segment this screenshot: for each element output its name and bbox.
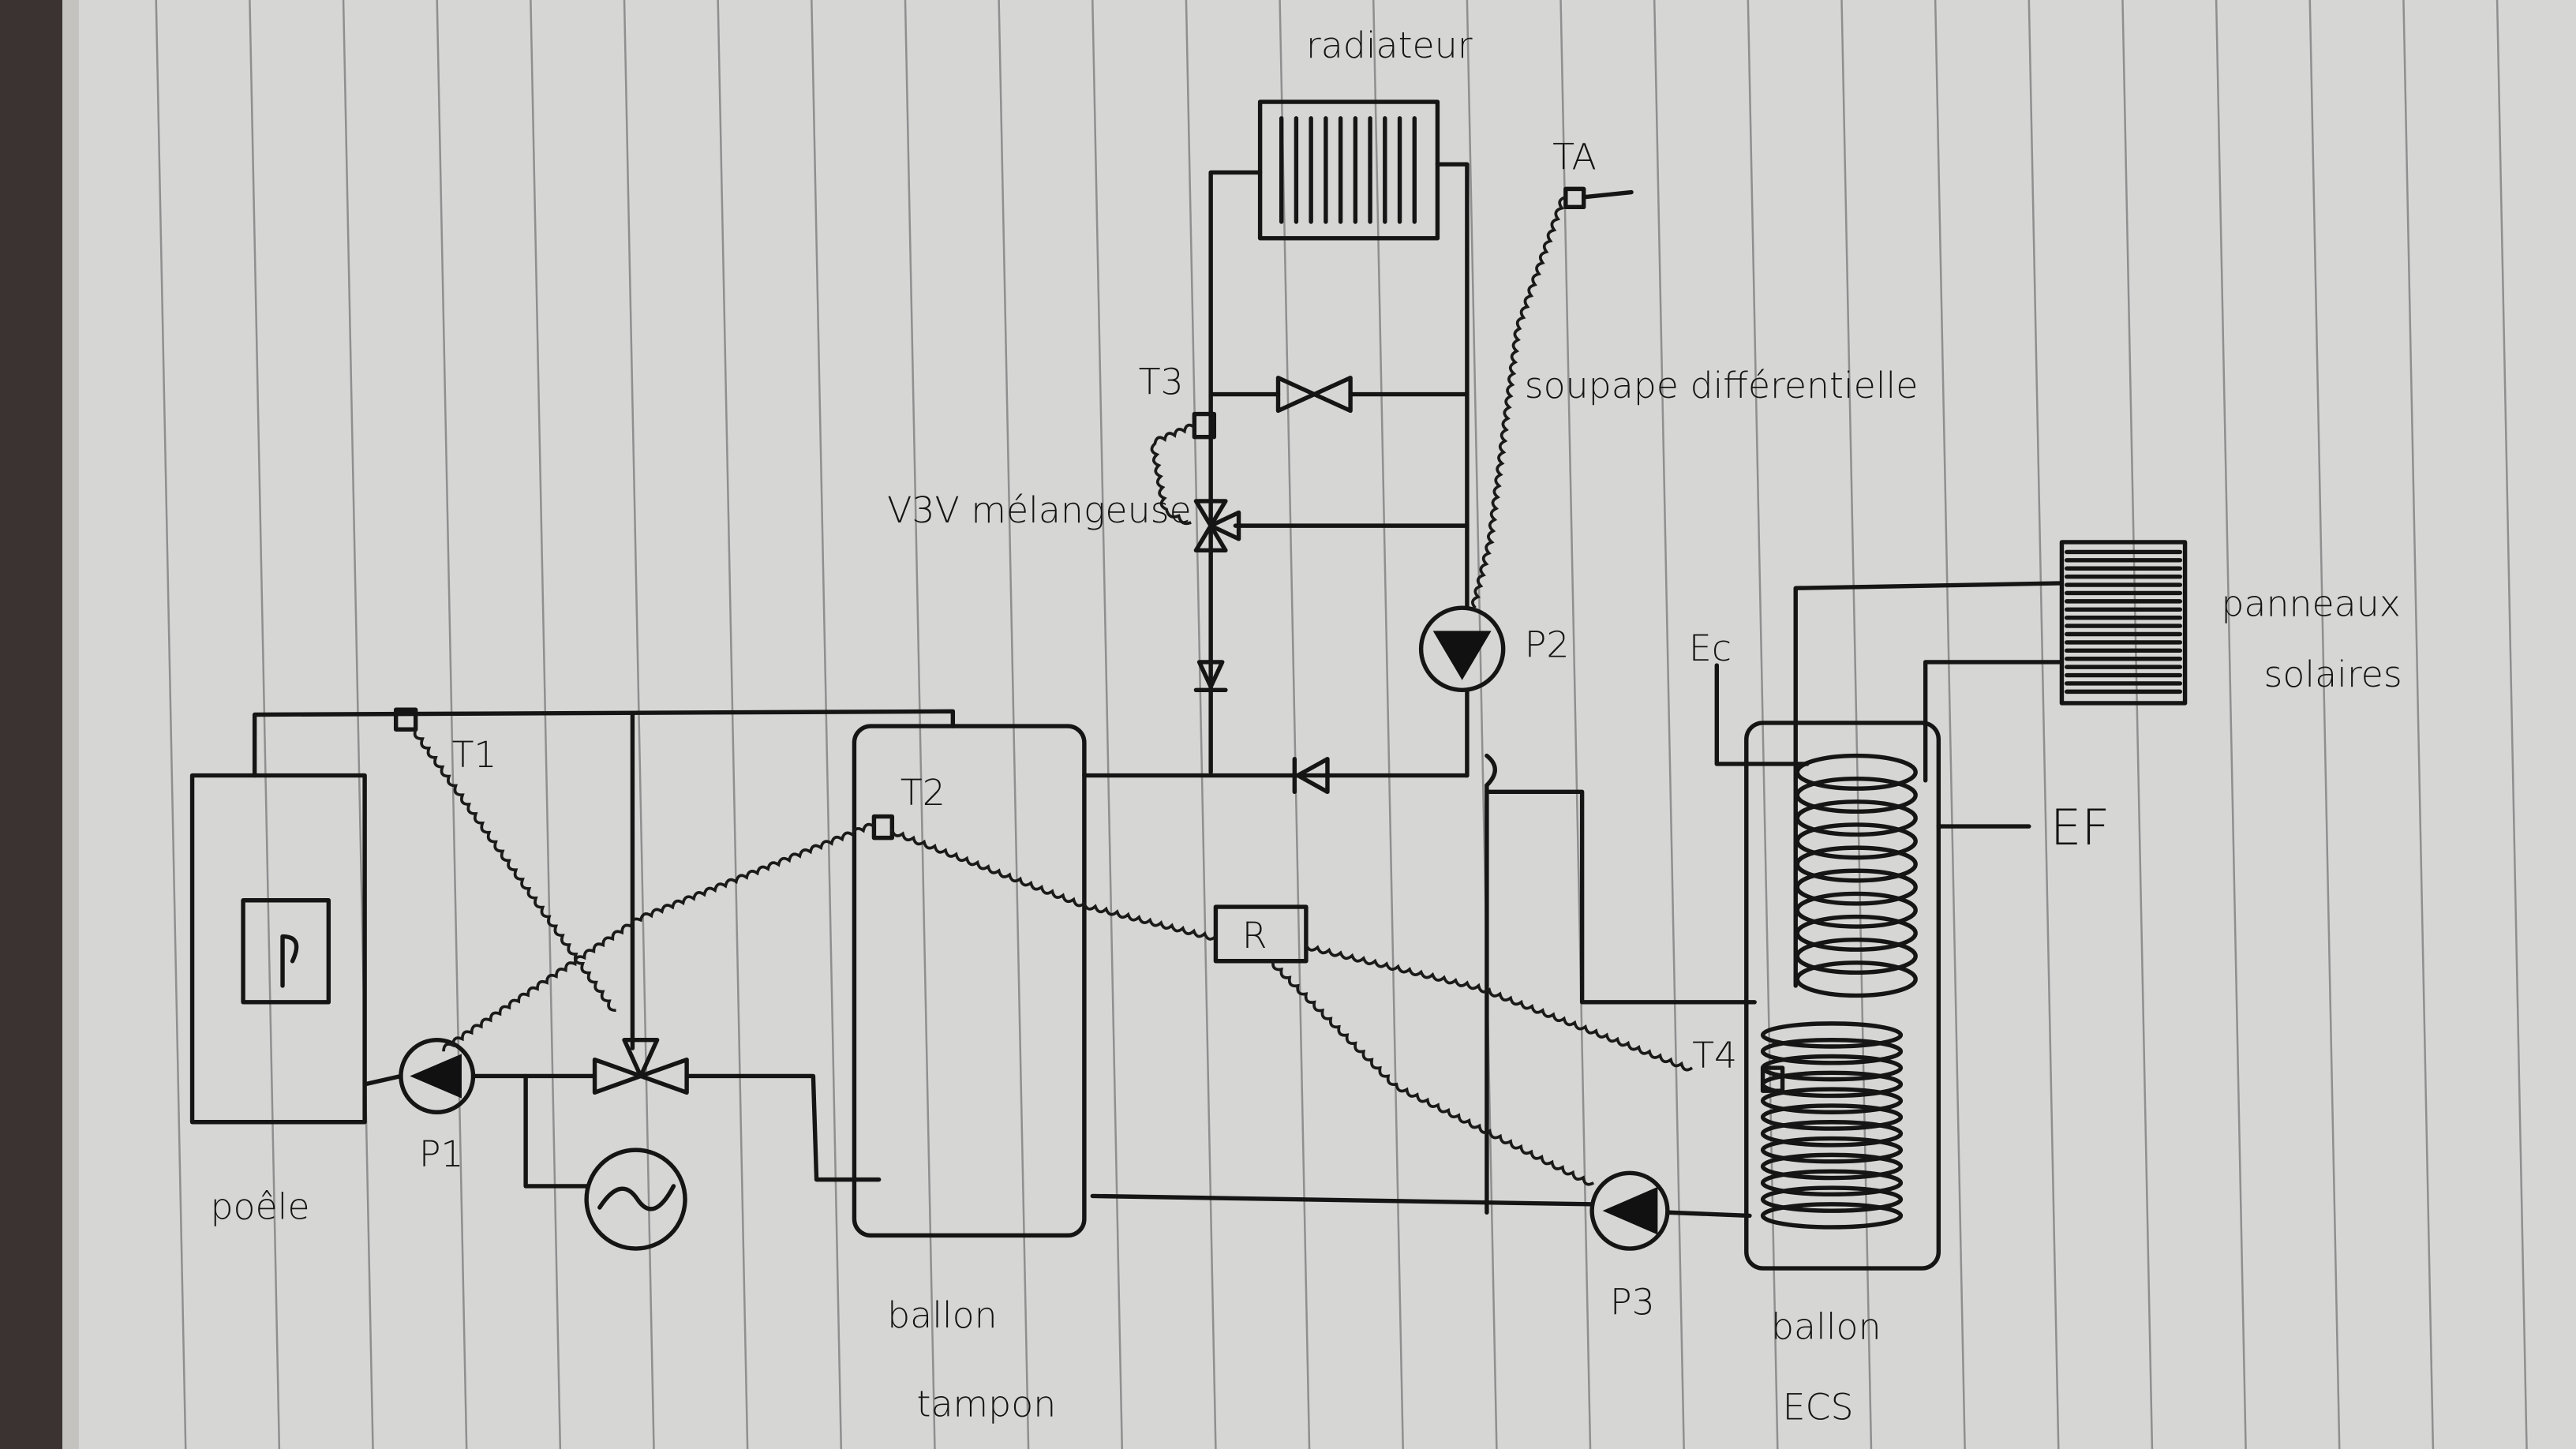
ruled-line <box>249 0 281 1449</box>
label-dhw-2: ECS <box>1783 1386 1854 1428</box>
radiator-circuit-pipes <box>1208 162 1470 778</box>
label-solar-1: panneaux <box>2221 582 2400 625</box>
label-sensor-t4: T4 <box>1692 1034 1737 1076</box>
ruled-line <box>155 0 187 1449</box>
label-buffer-2: tampon <box>917 1382 1057 1425</box>
label-mixing-valve: V3V mélangeuse <box>887 489 1192 531</box>
dhw-pipes <box>1714 581 2065 988</box>
radiator <box>1257 99 1440 241</box>
ruled-line <box>1934 0 1966 1449</box>
label-diff-valve: soupape différentielle <box>1525 364 1919 406</box>
coil-loop <box>1760 1202 1904 1230</box>
ruled-line <box>1091 0 1124 1449</box>
sensor-wires <box>413 195 1694 1186</box>
label-sensor-t1: T1 <box>451 733 496 776</box>
coil-loop <box>1760 1021 1904 1049</box>
pump-p1 <box>399 1037 476 1114</box>
solar-panel <box>2059 540 2188 706</box>
wire-ta <box>1471 195 1567 609</box>
expansion-vessel-icon <box>584 1148 687 1251</box>
main-pipes <box>1082 753 1757 1219</box>
label-stove: poêle <box>210 1185 309 1228</box>
ruled-line <box>717 0 749 1449</box>
ruled-line <box>436 0 468 1449</box>
sensor-t1 <box>393 707 418 732</box>
sensor-t2 <box>871 814 895 841</box>
wire-regulator-p3 <box>1271 960 1595 1186</box>
stove <box>189 773 367 1125</box>
ruled-line <box>1372 0 1404 1449</box>
label-pump-p3: P3 <box>1610 1280 1655 1323</box>
label-sensor-t3: T3 <box>1139 361 1184 403</box>
check-valve-main-icon <box>1292 757 1330 795</box>
coil-loop <box>1760 1136 1904 1164</box>
ruled-line <box>2308 0 2341 1449</box>
wire-regulator-t4 <box>1305 944 1694 1072</box>
coil-loop <box>1760 1070 1904 1099</box>
ruled-line <box>2027 0 2060 1449</box>
label-solar-2: solaires <box>2263 653 2402 695</box>
ruled-line <box>2215 0 2247 1449</box>
ruled-line <box>342 0 374 1449</box>
wire-t2 <box>442 822 875 1052</box>
label-pump-p2: P2 <box>1525 623 1570 666</box>
ruled-line <box>2121 0 2154 1449</box>
three-way-valve-lower-icon <box>592 1037 689 1095</box>
label-radiator: radiateur <box>1306 24 1473 66</box>
ruled-line <box>1279 0 1311 1449</box>
notebook-edge <box>0 0 63 1449</box>
label-pump-p1: P1 <box>419 1133 464 1175</box>
coil-loop <box>1760 1185 1904 1213</box>
differential-valve-icon <box>1275 376 1353 414</box>
pump-p3 <box>1589 1170 1670 1251</box>
label-dhw-1: ballon <box>1771 1305 1881 1348</box>
ruled-line <box>2402 0 2435 1449</box>
coil-loop <box>1760 1087 1904 1114</box>
label-regulator: R <box>1242 914 1267 957</box>
wire-t1 <box>413 728 616 1013</box>
ruled-line <box>2496 0 2528 1449</box>
ruled-line <box>1185 0 1217 1449</box>
label-cold-water: EF <box>2050 799 2110 856</box>
label-buffer-1: ballon <box>887 1294 998 1336</box>
label-sensor-t2: T2 <box>900 771 945 814</box>
ruled-line <box>811 0 843 1449</box>
heat-exchanger-coils <box>1760 753 1918 1230</box>
coil-loop <box>1760 1103 1904 1131</box>
pump-p2 <box>1418 605 1506 692</box>
check-valve-icon <box>1193 660 1228 692</box>
ruled-line <box>1653 0 1685 1449</box>
label-hot-water: Ec <box>1689 627 1732 669</box>
ruled-line <box>530 0 562 1449</box>
ruled-line <box>1559 0 1592 1449</box>
wire-t2-regulator <box>890 829 1217 941</box>
coil-loop <box>1760 1169 1904 1197</box>
coil-loop <box>1760 1120 1904 1148</box>
dhw-tank <box>1744 721 1941 1271</box>
coil-loop <box>1760 1054 1904 1082</box>
mixing-valve-v3v-upper-icon <box>1193 499 1241 553</box>
regulator-box <box>1213 904 1309 964</box>
ruled-line <box>1466 0 1498 1449</box>
stove-loop-pipes <box>252 709 956 1189</box>
wire-t3 <box>1150 423 1196 526</box>
label-sensor-ta: TA <box>1552 135 1597 178</box>
coil-loop <box>1760 1152 1904 1181</box>
buffer-tank <box>852 724 1087 1238</box>
coil-loop <box>1760 1037 1904 1065</box>
